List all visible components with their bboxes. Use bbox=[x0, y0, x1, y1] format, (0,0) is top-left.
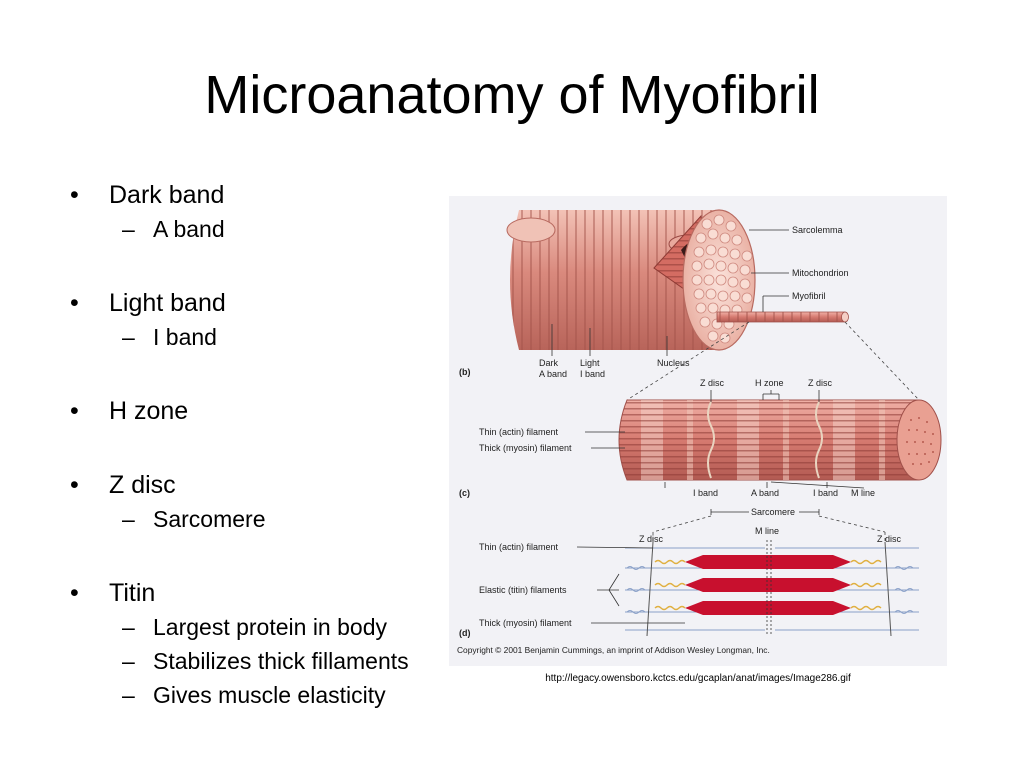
sub-bullet-a-band: –A band bbox=[70, 212, 460, 246]
label-d-m-line: M line bbox=[755, 526, 779, 536]
sub-bullet-elasticity: –Gives muscle elasticity bbox=[70, 678, 460, 712]
label-c-z-disc-right: Z disc bbox=[808, 378, 833, 388]
label-c-i-band-left: I band bbox=[693, 488, 718, 498]
label-d-elastic-filaments: Elastic (titin) filaments bbox=[479, 585, 567, 595]
label-sarcolemma: Sarcolemma bbox=[792, 225, 843, 235]
titin-filaments bbox=[654, 559, 882, 611]
bullet-dot: • bbox=[70, 471, 79, 499]
panel-c-leaders bbox=[585, 390, 865, 515]
panel-b-leaders bbox=[551, 229, 789, 356]
label-d-thick-filament: Thick (myosin) filament bbox=[479, 618, 572, 628]
panel-b-fiber bbox=[506, 209, 849, 351]
bullet-z-disc: • Z disc bbox=[70, 468, 460, 502]
bullet-h-zone: • H zone bbox=[70, 394, 460, 428]
bullet-text: Light band bbox=[109, 289, 226, 317]
label-light-i-band: I band bbox=[580, 369, 605, 379]
sub-bullet-stabilizes: –Stabilizes thick fillaments bbox=[70, 644, 460, 678]
m-line-d bbox=[766, 540, 772, 636]
bullet-dark-band: • Dark band bbox=[70, 178, 460, 212]
label-c-m-line: M line bbox=[851, 488, 875, 498]
sub-bullet-dash: – bbox=[122, 682, 135, 708]
sub-bullet-text: Stabilizes thick fillaments bbox=[153, 648, 409, 674]
panel-c-myofibril bbox=[618, 399, 942, 481]
myosin-filaments bbox=[685, 555, 851, 615]
figure-source-url: http://legacy.owensboro.kctcs.edu/gcapla… bbox=[545, 673, 851, 684]
end-dots bbox=[906, 417, 934, 465]
label-c-z-disc-left: Z disc bbox=[700, 378, 725, 388]
label-c-thick-filament: Thick (myosin) filament bbox=[479, 443, 572, 453]
sub-bullet-dash: – bbox=[122, 614, 135, 640]
label-c-thin-filament: Thin (actin) filament bbox=[479, 427, 559, 437]
slide-title: Microanatomy of Myofibril bbox=[204, 65, 820, 125]
label-myofibril: Myofibril bbox=[792, 291, 826, 301]
label-light: Light bbox=[580, 358, 600, 368]
bullet-text: H zone bbox=[109, 397, 189, 425]
panel-d-sarcomere bbox=[625, 540, 919, 637]
sub-bullet-text: I band bbox=[153, 324, 217, 350]
nucleus-bump bbox=[506, 217, 556, 243]
label-mitochondrion: Mitochondrion bbox=[792, 268, 849, 278]
bullet-dot: • bbox=[70, 181, 79, 209]
label-d-z-disc-right: Z disc bbox=[877, 534, 902, 544]
bullet-text: Dark band bbox=[109, 181, 225, 209]
zoom-lines-cd bbox=[652, 515, 886, 542]
figure-copyright: Copyright © 2001 Benjamin Cummings, an i… bbox=[457, 645, 770, 655]
bullet-titin: • Titin bbox=[70, 576, 460, 610]
sub-bullet-text: Largest protein in body bbox=[153, 614, 387, 640]
label-d-thin-filament: Thin (actin) filament bbox=[479, 542, 559, 552]
figure-svg: Sarcolemma Mitochondrion Myofibril Dark … bbox=[457, 209, 942, 655]
z-disc-lines bbox=[707, 401, 823, 479]
zoom-lines bbox=[626, 321, 920, 401]
sub-bullet-dash: – bbox=[122, 648, 135, 674]
sub-bullet-dash: – bbox=[122, 216, 135, 242]
label-c-sarcomere: Sarcomere bbox=[751, 507, 795, 517]
bullet-list: •Dark band –A band •Light band –I band •… bbox=[70, 178, 460, 712]
sub-bullet-dash: – bbox=[122, 324, 135, 350]
sub-bullet-sarcomere: –Sarcomere bbox=[70, 502, 460, 536]
z-disc-lines-d bbox=[646, 541, 892, 637]
label-dark-a-band: A band bbox=[539, 369, 567, 379]
sub-bullet-i-band: –I band bbox=[70, 320, 460, 354]
myofibril-end bbox=[896, 399, 942, 481]
panel-c-letter: (c) bbox=[459, 488, 470, 498]
label-d-z-disc-left: Z disc bbox=[639, 534, 664, 544]
bullet-dot: • bbox=[70, 289, 79, 317]
panel-b-letter: (b) bbox=[459, 367, 471, 377]
label-c-i-band-right: I band bbox=[813, 488, 838, 498]
panel-d-letter: (d) bbox=[459, 628, 471, 638]
sub-bullet-text: Sarcomere bbox=[153, 506, 266, 532]
panel-d-leaders bbox=[576, 546, 685, 624]
actin-end-coils bbox=[626, 566, 914, 614]
label-nucleus: Nucleus bbox=[657, 358, 690, 368]
bullet-text: Titin bbox=[109, 579, 156, 607]
sub-bullet-text: Gives muscle elasticity bbox=[153, 682, 386, 708]
myofibril-figure: Sarcolemma Mitochondrion Myofibril Dark … bbox=[449, 196, 947, 666]
sub-bullet-text: A band bbox=[153, 216, 225, 242]
label-dark: Dark bbox=[539, 358, 559, 368]
bullet-dot: • bbox=[70, 579, 79, 607]
label-c-h-zone: H zone bbox=[755, 378, 784, 388]
sub-bullet-dash: – bbox=[122, 506, 135, 532]
sub-bullet-largest-protein: –Largest protein in body bbox=[70, 610, 460, 644]
label-c-a-band: A band bbox=[751, 488, 779, 498]
bullet-text: Z disc bbox=[109, 471, 176, 499]
bullet-light-band: • Light band bbox=[70, 286, 460, 320]
myofibril-end-circles bbox=[691, 214, 753, 344]
bullet-dot: • bbox=[70, 397, 79, 425]
